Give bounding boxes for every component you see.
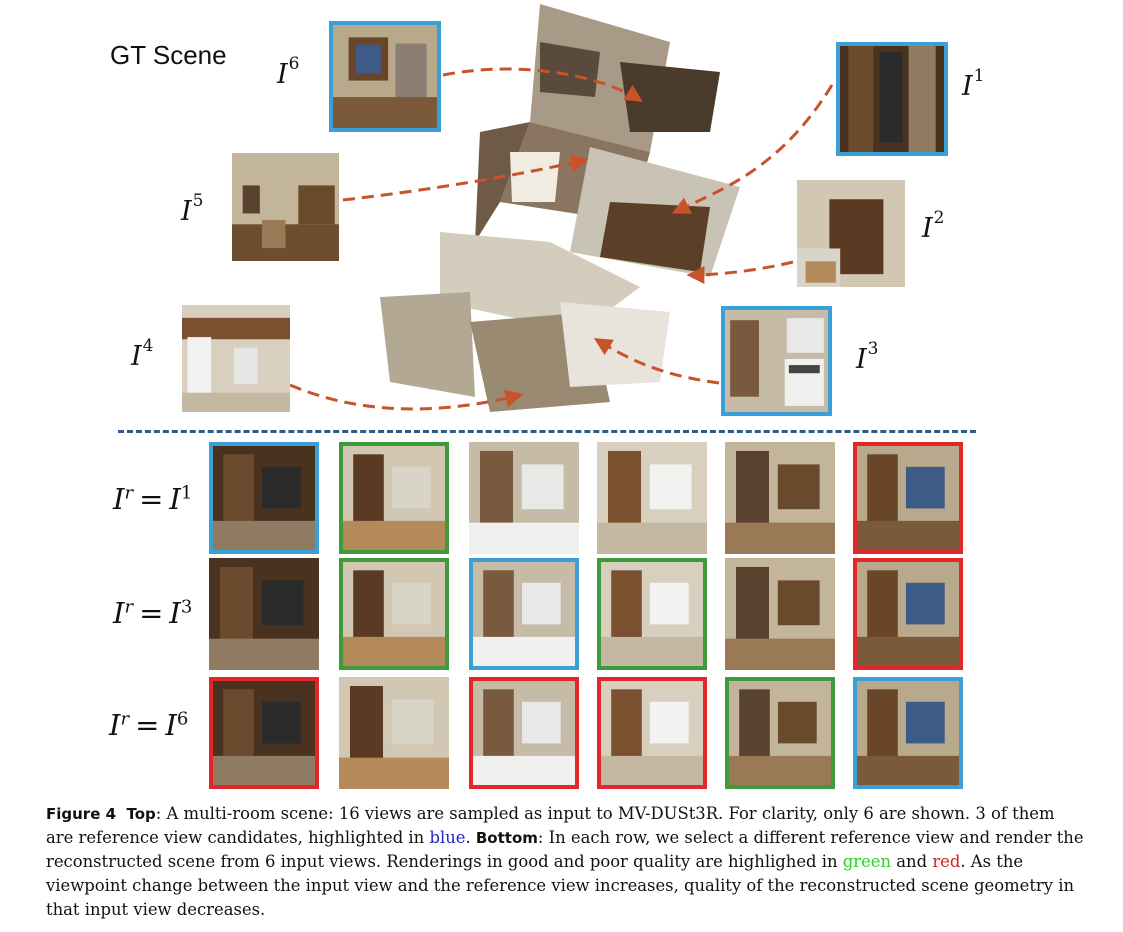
label-i4-sup: 4 <box>142 336 154 356</box>
row-label-ref-sup: 3 <box>180 596 193 618</box>
caption-text-5: . As the viewpoint change between the in… <box>46 852 1075 919</box>
row-label-sup: r <box>124 596 134 618</box>
label-i1-base: I <box>962 71 973 102</box>
label-i6-sup: 6 <box>288 54 300 74</box>
row-label-ref-sup: 1 <box>180 482 193 504</box>
gt-scene-title: GT Scene <box>110 40 227 70</box>
row-label-base: I <box>109 708 121 742</box>
label-i1-sup: 1 <box>973 66 985 86</box>
row-label-equals: = <box>139 596 164 630</box>
rendered-view-r1-c5 <box>725 442 835 554</box>
rendered-view-r2-c1 <box>209 558 319 670</box>
rendered-view-r3-c2 <box>339 677 449 789</box>
rendered-view-r3-c3 <box>469 677 579 789</box>
caption-figure-label: Figure 4 <box>46 805 117 823</box>
caption-blue-word: blue <box>429 828 466 847</box>
row-label-ref-i1: Ir=I1 <box>113 482 192 516</box>
row-label-ref-i6: Ir=I6 <box>109 708 188 742</box>
rendered-view-r2-c2 <box>339 558 449 670</box>
row-label-sup: r <box>120 708 130 730</box>
row-label-sup: r <box>124 482 134 504</box>
label-i2: I2 <box>922 208 945 244</box>
row-label-ref-base: I <box>169 482 181 516</box>
label-i5-sup: 5 <box>192 191 204 211</box>
rendered-view-r1-c4 <box>597 442 707 554</box>
view-thumbnail-i6 <box>329 21 441 132</box>
rendered-view-r1-c2 <box>339 442 449 554</box>
view-thumbnail-i3 <box>721 306 832 416</box>
row-label-ref-i3: Ir=I3 <box>113 596 192 630</box>
row-label-ref-base: I <box>165 708 177 742</box>
caption-text-3: : In each row, we select a different ref… <box>46 828 1084 871</box>
scene-arrows <box>289 67 834 411</box>
caption-top-label: Top <box>126 805 156 823</box>
label-i5: I5 <box>181 191 204 227</box>
rendered-view-r3-c4 <box>597 677 707 789</box>
caption-red-word: red <box>932 852 961 871</box>
rendered-view-r1-c1 <box>209 442 319 554</box>
rendered-view-r1-c6 <box>853 442 963 554</box>
row-label-equals: = <box>135 708 160 742</box>
label-i4-base: I <box>131 341 142 372</box>
caption-text-1: : A multi-room scene: 16 views are sampl… <box>46 804 1055 847</box>
view-thumbnail-i2 <box>797 180 905 287</box>
label-i6-base: I <box>277 59 288 90</box>
row-label-ref-base: I <box>169 596 181 630</box>
caption-text-4: and <box>891 852 933 871</box>
row-label-base: I <box>113 596 125 630</box>
rendered-view-r3-c5 <box>725 677 835 789</box>
view-thumbnail-i4 <box>182 305 290 412</box>
caption-text-2: . <box>465 828 476 847</box>
row-label-ref-sup: 6 <box>176 708 189 730</box>
view-thumbnail-i1 <box>836 42 948 156</box>
caption-green-word: green <box>842 852 892 871</box>
section-divider <box>118 430 976 433</box>
view-thumbnail-i5 <box>232 153 339 261</box>
label-i2-base: I <box>922 213 933 244</box>
label-i5-base: I <box>181 196 192 227</box>
rendered-view-r2-c5 <box>725 558 835 670</box>
label-i3-base: I <box>856 344 867 375</box>
scene-reconstruction-image <box>380 2 780 420</box>
label-i3-sup: 3 <box>867 339 879 359</box>
caption-bottom-label: Bottom <box>475 829 538 847</box>
rendered-view-r3-c1 <box>209 677 319 789</box>
label-i2-sup: 2 <box>933 208 945 228</box>
figure-caption: Figure 4 Top: A multi-room scene: 16 vie… <box>46 802 1086 922</box>
rendered-view-r1-c3 <box>469 442 579 554</box>
label-i4: I4 <box>131 336 154 372</box>
rendered-view-r2-c4 <box>597 558 707 670</box>
label-i6: I6 <box>277 54 300 90</box>
rendered-view-r2-c3 <box>469 558 579 670</box>
row-label-equals: = <box>139 482 164 516</box>
rendered-view-r3-c6 <box>853 677 963 789</box>
label-i3: I3 <box>856 339 879 375</box>
label-i1: I1 <box>962 66 985 102</box>
rendered-view-r2-c6 <box>853 558 963 670</box>
row-label-base: I <box>113 482 125 516</box>
